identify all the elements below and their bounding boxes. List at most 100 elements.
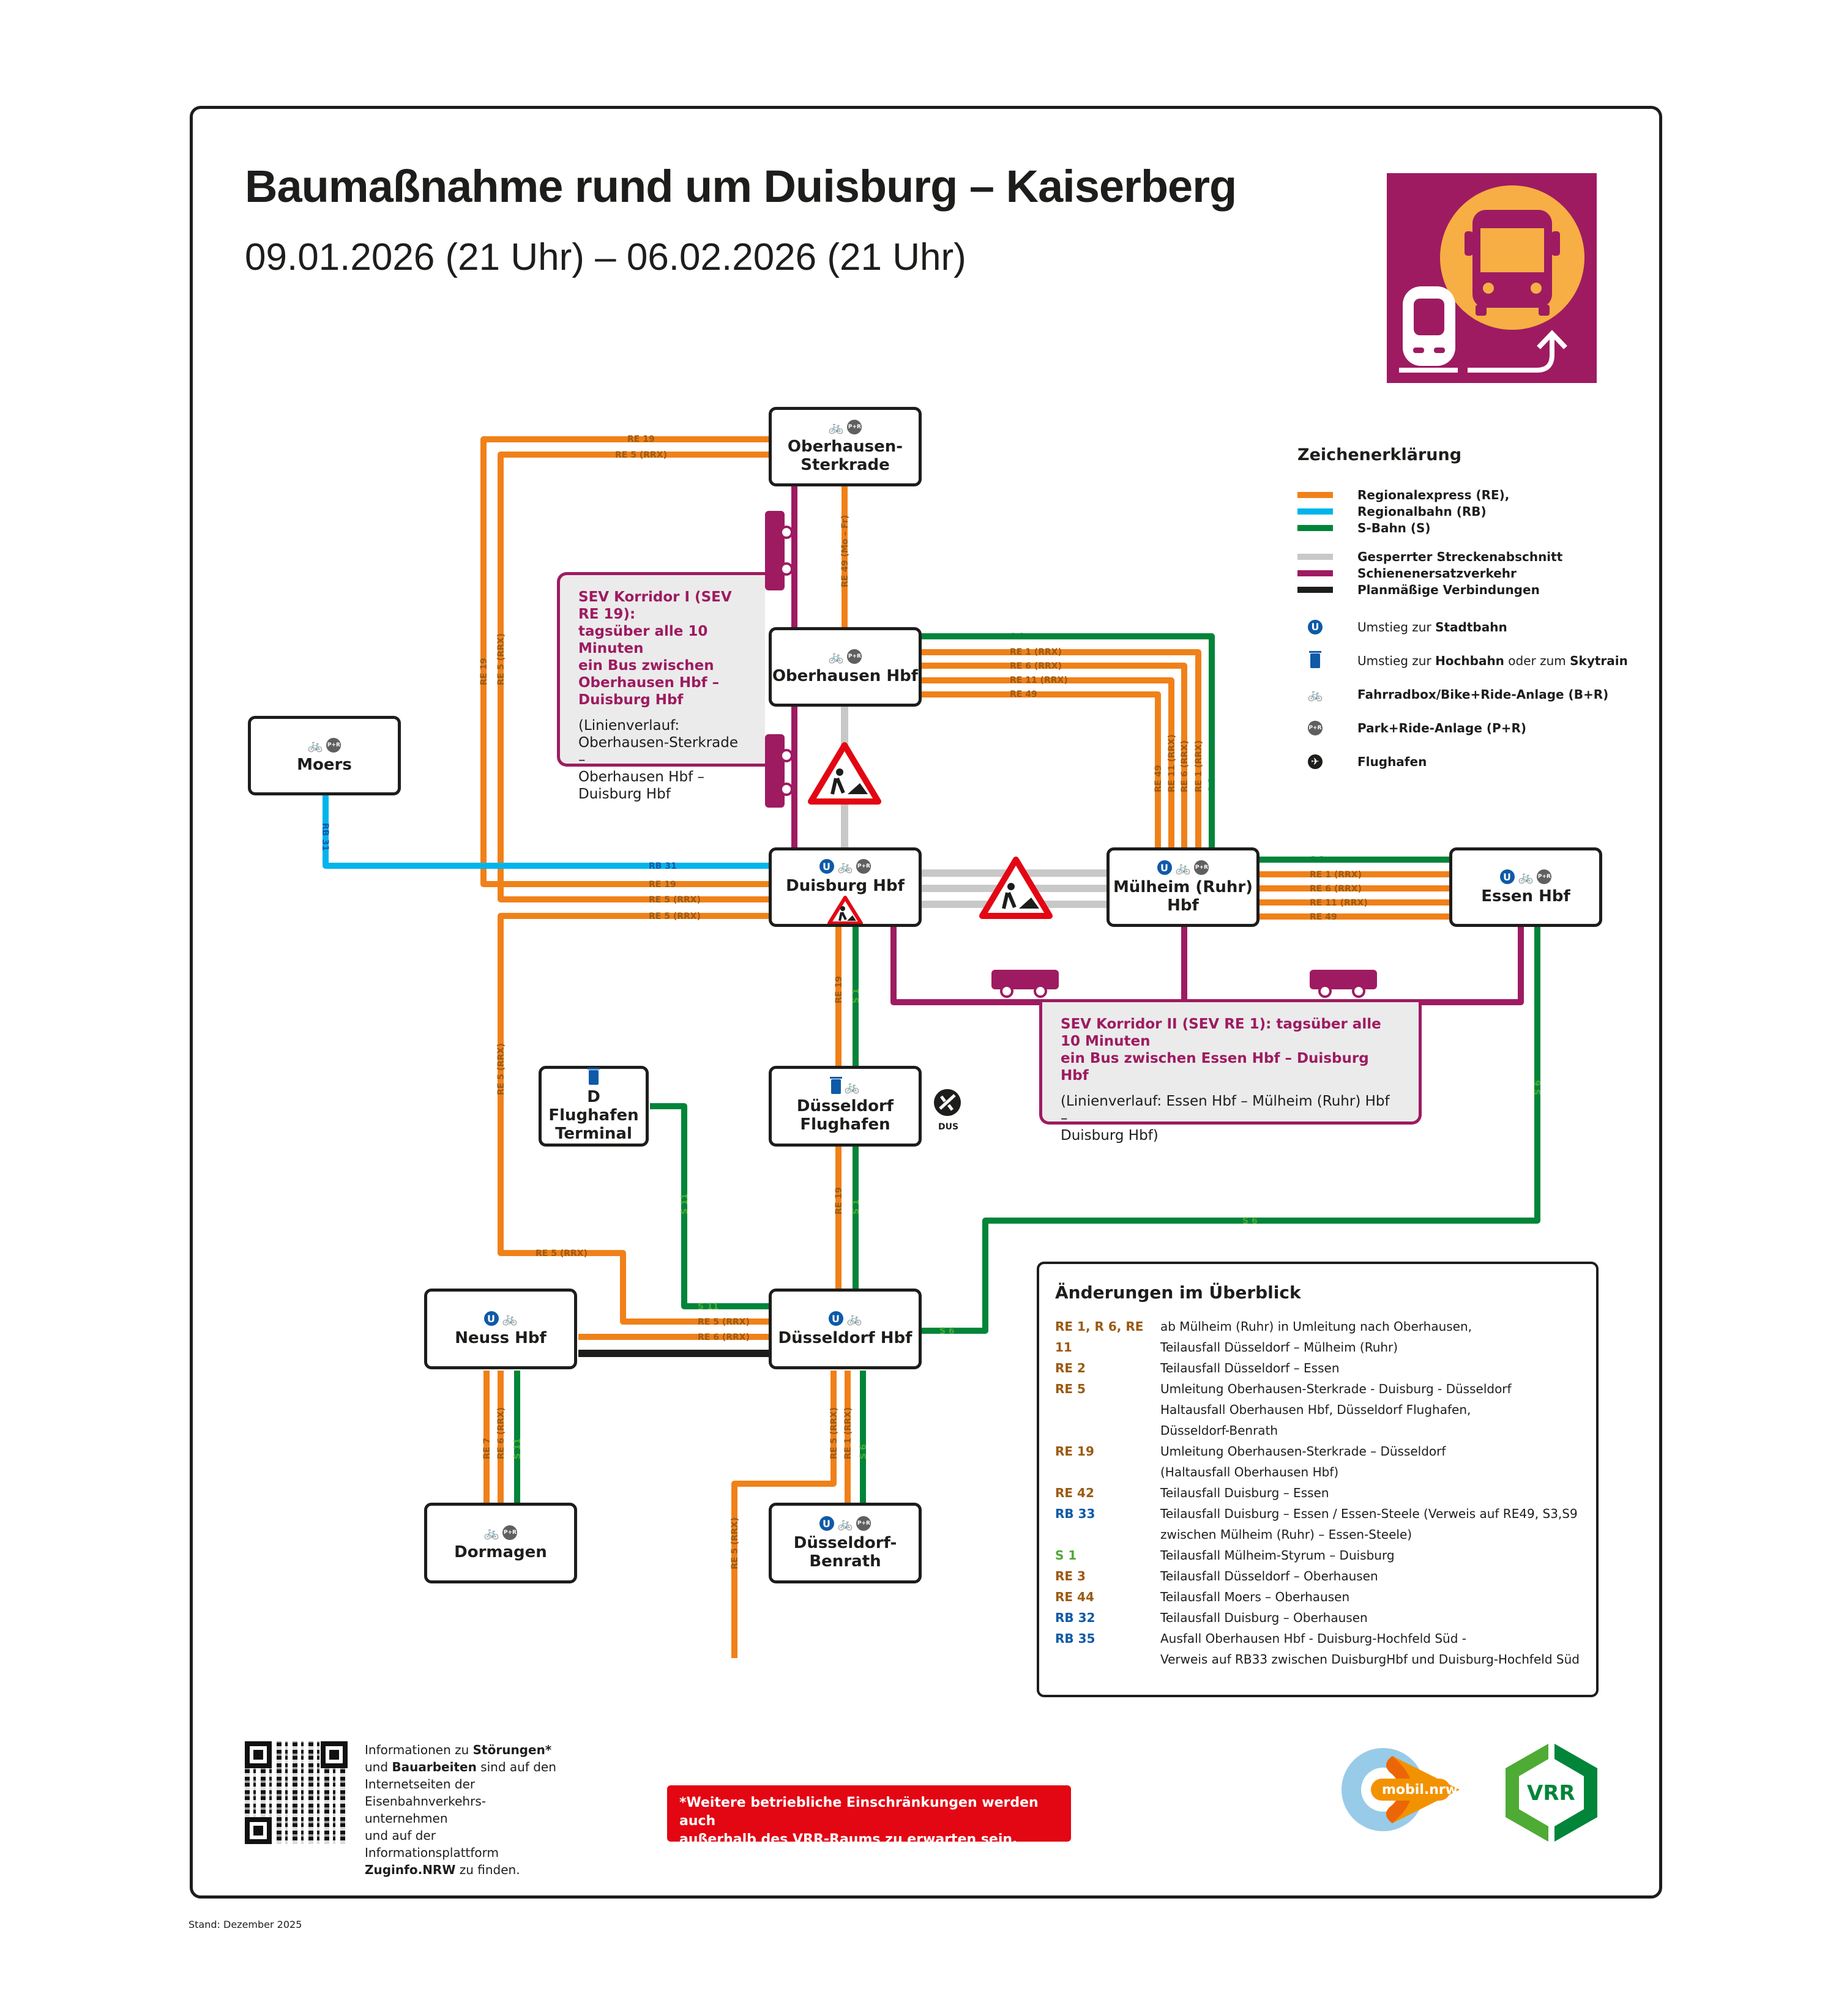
label-s11-vertical: S 11 xyxy=(680,1194,690,1214)
label-s3-vertical: S 3 xyxy=(1207,777,1217,792)
sev-bus-icon-corridor2-left xyxy=(991,970,1059,998)
qr-code[interactable] xyxy=(245,1741,348,1844)
change-line: RE 44 xyxy=(1055,1590,1094,1604)
change-description: Teilausfall Düsseldorf – Oberhausen xyxy=(1160,1569,1378,1583)
rb-swatch xyxy=(1297,508,1333,515)
station-oberhausen-hbf[interactable]: 🚲P+R Oberhausen Hbf xyxy=(769,627,922,707)
u-bahn-icon: U xyxy=(483,1311,499,1326)
label-re5-top: RE 5 (RRX) xyxy=(615,450,667,460)
u-bahn-icon: U xyxy=(819,1516,834,1531)
sev-bus-icon-corridor1-bottom xyxy=(765,734,793,808)
change-line: RE 1, R 6, RE 11 xyxy=(1055,1319,1144,1355)
line-s11 xyxy=(650,1103,769,1309)
station-name: Essen Hbf xyxy=(1481,887,1570,906)
label-re5-vertical-south: RE 5 (RRX) xyxy=(496,1043,506,1095)
station-name: Moers xyxy=(297,756,352,774)
changes-overview: Änderungen im Überblick RE 1, R 6, RE 11… xyxy=(1037,1262,1599,1697)
station-dormagen[interactable]: 🚲P+R Dormagen xyxy=(424,1503,577,1583)
label-re49-vertical: RE 49 xyxy=(1154,765,1163,792)
legend-item-closed: Gesperrter Streckenabschnitt xyxy=(1297,548,1640,565)
station-name: Dormagen xyxy=(454,1543,547,1561)
legend-item-rb: Regionalbahn (RB) xyxy=(1297,503,1640,519)
legend-heading: Zeichenerklärung xyxy=(1297,445,1462,464)
station-name: Düsseldorf Hbf xyxy=(778,1329,912,1347)
legend-item-skytrain: Umstieg zur Hochbahn oder zum Skytrain xyxy=(1297,644,1640,677)
bike-icon: 🚲 xyxy=(828,649,844,664)
closed-swatch xyxy=(1297,553,1333,560)
line-s6-east xyxy=(922,927,1540,1334)
park-ride-icon: P+R xyxy=(1194,860,1209,875)
bike-icon: 🚲 xyxy=(502,1311,518,1326)
label-s6-vertical: S 6 xyxy=(1533,1080,1543,1095)
label-re5-duisburg-2: RE 5 (RRX) xyxy=(649,912,701,921)
sev-bus-icon-corridor1-top xyxy=(765,511,793,590)
label-re5-benrath: RE 5 (RRX) xyxy=(829,1407,839,1459)
label-re5-benrath-bypass: RE 5 (RRX) xyxy=(730,1517,740,1569)
change-line: RB 35 xyxy=(1055,1631,1095,1646)
sev-corridor-2-info: SEV Korridor II (SEV RE 1): tagsüber all… xyxy=(1039,1002,1422,1144)
station-oberhausen-sterkrade[interactable]: 🚲P+R Oberhausen- Sterkrade xyxy=(769,407,922,486)
label-re11-vertical: RE 11 (RRX) xyxy=(1167,734,1177,792)
station-name: Duisburg Hbf xyxy=(786,876,905,895)
park-ride-icon: P+R xyxy=(1308,720,1323,735)
label-re6-essen: RE 6 (RRX) xyxy=(1310,884,1362,894)
line-re6-north xyxy=(922,663,1187,850)
park-ride-icon: P+R xyxy=(1537,869,1552,884)
station-name: Düsseldorf Flughafen xyxy=(796,1097,894,1134)
station-duesseldorf-flughafen-terminal[interactable]: D Flughafen Terminal xyxy=(539,1066,649,1147)
sev-bus-icon-corridor2-right xyxy=(1310,970,1377,998)
label-re6-oberhausen: RE 6 (RRX) xyxy=(1010,661,1062,671)
status-date: Stand: Dezember 2025 xyxy=(188,1919,302,1930)
station-muelheim-ruhr-hbf[interactable]: U🚲P+R Mülheim (Ruhr) Hbf xyxy=(1106,847,1259,927)
station-name: Oberhausen Hbf xyxy=(772,667,919,685)
change-line: S 1 xyxy=(1055,1548,1077,1563)
mobil-nrw-text: mobil.nrw xyxy=(1382,1782,1458,1798)
station-duisburg-hbf[interactable]: U🚲P+R Duisburg Hbf xyxy=(769,847,922,927)
label-re11-oberhausen: RE 11 (RRX) xyxy=(1010,675,1068,685)
line-re49-north xyxy=(922,691,1161,850)
skytrain-icon xyxy=(829,1077,842,1094)
label-re11-essen: RE 11 (RRX) xyxy=(1310,898,1368,908)
line-s3-north xyxy=(922,633,1215,850)
info-highlight: Störungen* xyxy=(472,1743,552,1757)
u-bahn-icon: U xyxy=(1499,869,1515,884)
info-fragment: zu finden. xyxy=(455,1862,520,1877)
station-name: Neuss Hbf xyxy=(455,1329,547,1347)
station-name: Düsseldorf- Benrath xyxy=(793,1534,897,1571)
rail-replacement-bus-logo xyxy=(1387,173,1597,383)
park-ride-icon: P+R xyxy=(856,1516,871,1531)
line-re19-west xyxy=(480,436,769,887)
label-re49-essen: RE 49 xyxy=(1310,912,1337,922)
bus-replacement-icon xyxy=(1399,185,1584,373)
station-duesseldorf-hbf[interactable]: U🚲 Düsseldorf Hbf xyxy=(769,1289,922,1369)
line-re5-west xyxy=(498,452,769,902)
legend-item-scheduled: Planmäßige Verbindungen xyxy=(1297,581,1640,598)
change-line: RB 33 xyxy=(1055,1506,1095,1521)
info-fragment: und xyxy=(365,1760,389,1774)
change-line: RE 2 xyxy=(1055,1361,1086,1375)
station-duesseldorf-flughafen[interactable]: 🚲 Düsseldorf Flughafen xyxy=(769,1066,922,1147)
change-line: RE 42 xyxy=(1055,1486,1094,1500)
label-re7: RE 7 xyxy=(482,1438,492,1459)
u-bahn-icon: U xyxy=(828,1311,843,1326)
line-re5-south xyxy=(498,913,769,1325)
construction-period: 09.01.2026 (21 Uhr) – 06.02.2026 (21 Uhr… xyxy=(245,236,966,278)
station-essen-hbf[interactable]: U🚲P+R Essen Hbf xyxy=(1449,847,1602,927)
label-re49-oberhausen: RE 49 xyxy=(1010,690,1037,699)
label-s11-dormagen: S 11 xyxy=(513,1438,523,1459)
info-fragment: Informationen zu xyxy=(365,1743,473,1757)
station-duesseldorf-benrath[interactable]: U🚲P+R Düsseldorf- Benrath xyxy=(769,1503,922,1583)
sev-corridor-2-heading: SEV Korridor II (SEV RE 1): tagsüber all… xyxy=(1061,1016,1381,1084)
sev-swatch xyxy=(1297,570,1333,576)
label-re1-vertical: RE 1 (RRX) xyxy=(1194,740,1204,792)
station-neuss-hbf[interactable]: U🚲 Neuss Hbf xyxy=(424,1289,577,1369)
bike-icon: 🚲 xyxy=(1518,869,1534,884)
change-line: RE 3 xyxy=(1055,1569,1086,1583)
station-moers[interactable]: 🚲P+R Moers xyxy=(248,716,401,795)
line-rb31 xyxy=(323,795,769,869)
